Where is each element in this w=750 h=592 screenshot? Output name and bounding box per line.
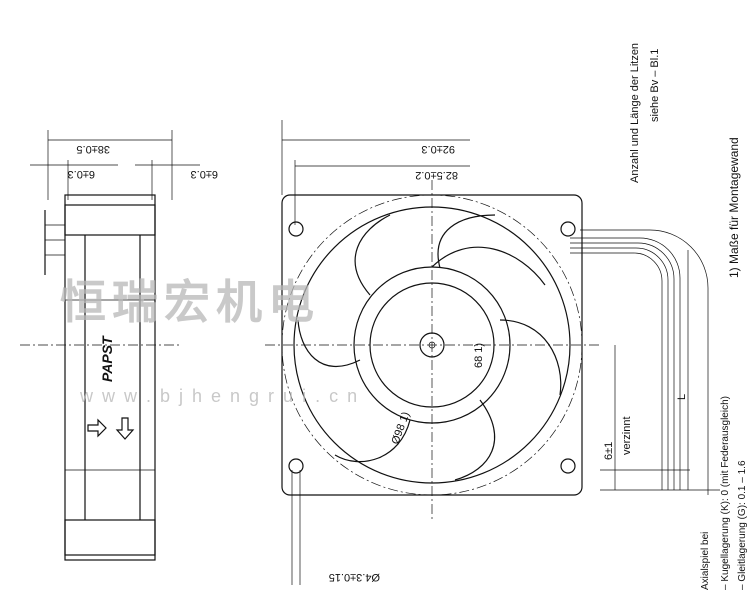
side-housing [64,194,156,561]
note-leads-1: Anzahl und Länge der Litzen [629,43,641,183]
dim-lead-length: L [676,394,688,400]
label-tinned: verzinnt [621,416,633,455]
watermark-chinese: 恒瑞宏机电 [60,276,320,328]
mounting-holes [288,221,576,474]
front-view: 92±0.3 82.5±0.2 Ø4.3±0.15 Ø98 1) 68 1) 6… [265,120,720,585]
axial-sleeve: – Gleitlagerung (G): 0.1 – 1.6 [737,460,748,590]
rotation-arrow-icon [115,417,135,440]
brand-logo: PAPST [99,335,115,382]
footnote: 1) Maße für Montagewand [727,137,741,278]
dim-ring-diameter: Ø98 1) [390,410,413,446]
dim-offset-right: 6±0.3 [191,168,218,180]
watermark-url: w w w . b j h e n g r u i . c n [79,386,359,406]
dim-strip-length: 6±1 [603,442,615,460]
dim-hole-diameter: Ø4.3±0.15 [329,571,380,583]
fan-blades [297,214,562,481]
dim-hole-pitch: 82.5±0.2 [415,169,458,181]
dim-offset-left: 6±0.3 [68,168,95,180]
dim-frame-outer: 92±0.3 [421,143,455,155]
airflow-arrow-icon [87,418,107,438]
axial-title: Axialspiel bei [700,532,711,590]
axial-ball: – Kugellagerung (K): 0 (mit Federausglei… [720,396,731,590]
dim-depth: 38±0.5 [76,143,110,155]
dim-hub: 68 1) [473,343,485,368]
note-leads-2: siehe Bv – Bl.1 [649,49,661,122]
lead-wires [570,229,720,495]
side-view: PAPST 38±0.5 6±0.3 6±0.3 [20,130,218,561]
